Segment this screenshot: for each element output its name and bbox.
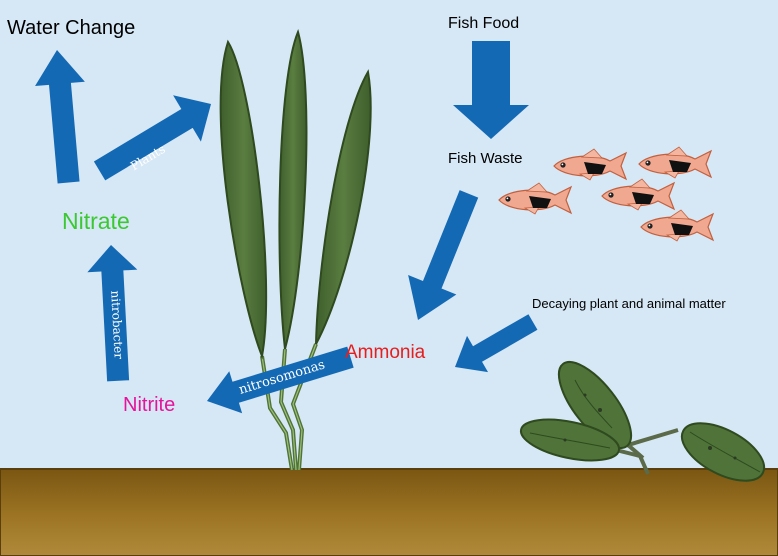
fish-food-label: Fish Food [448, 15, 519, 32]
nitrosomonas-arrow [207, 346, 354, 414]
fish-waste-to-ammonia-arrow [408, 190, 479, 320]
ammonia-label: Ammonia [345, 342, 426, 363]
decaying-plant-icon [519, 361, 766, 482]
nitrate-label: Nitrate [62, 208, 130, 234]
plants-arrow [93, 95, 211, 181]
substrate-soil [0, 468, 778, 556]
decaying-matter-label: Decaying plant and animal matter [532, 296, 726, 311]
tall-aquatic-plant-icon [219, 28, 372, 471]
water-change-arrow [35, 50, 85, 184]
water-change-label: Water Change [7, 17, 135, 39]
nitrite-label: Nitrite [123, 394, 175, 416]
nitrobacter-arrow [87, 245, 138, 382]
nitrobacter-arrow-label: nitrobacter [108, 290, 126, 359]
fish-food-arrow [453, 41, 529, 139]
fish-waste-label: Fish Waste [448, 150, 522, 167]
decay-to-ammonia-arrow [455, 314, 538, 373]
